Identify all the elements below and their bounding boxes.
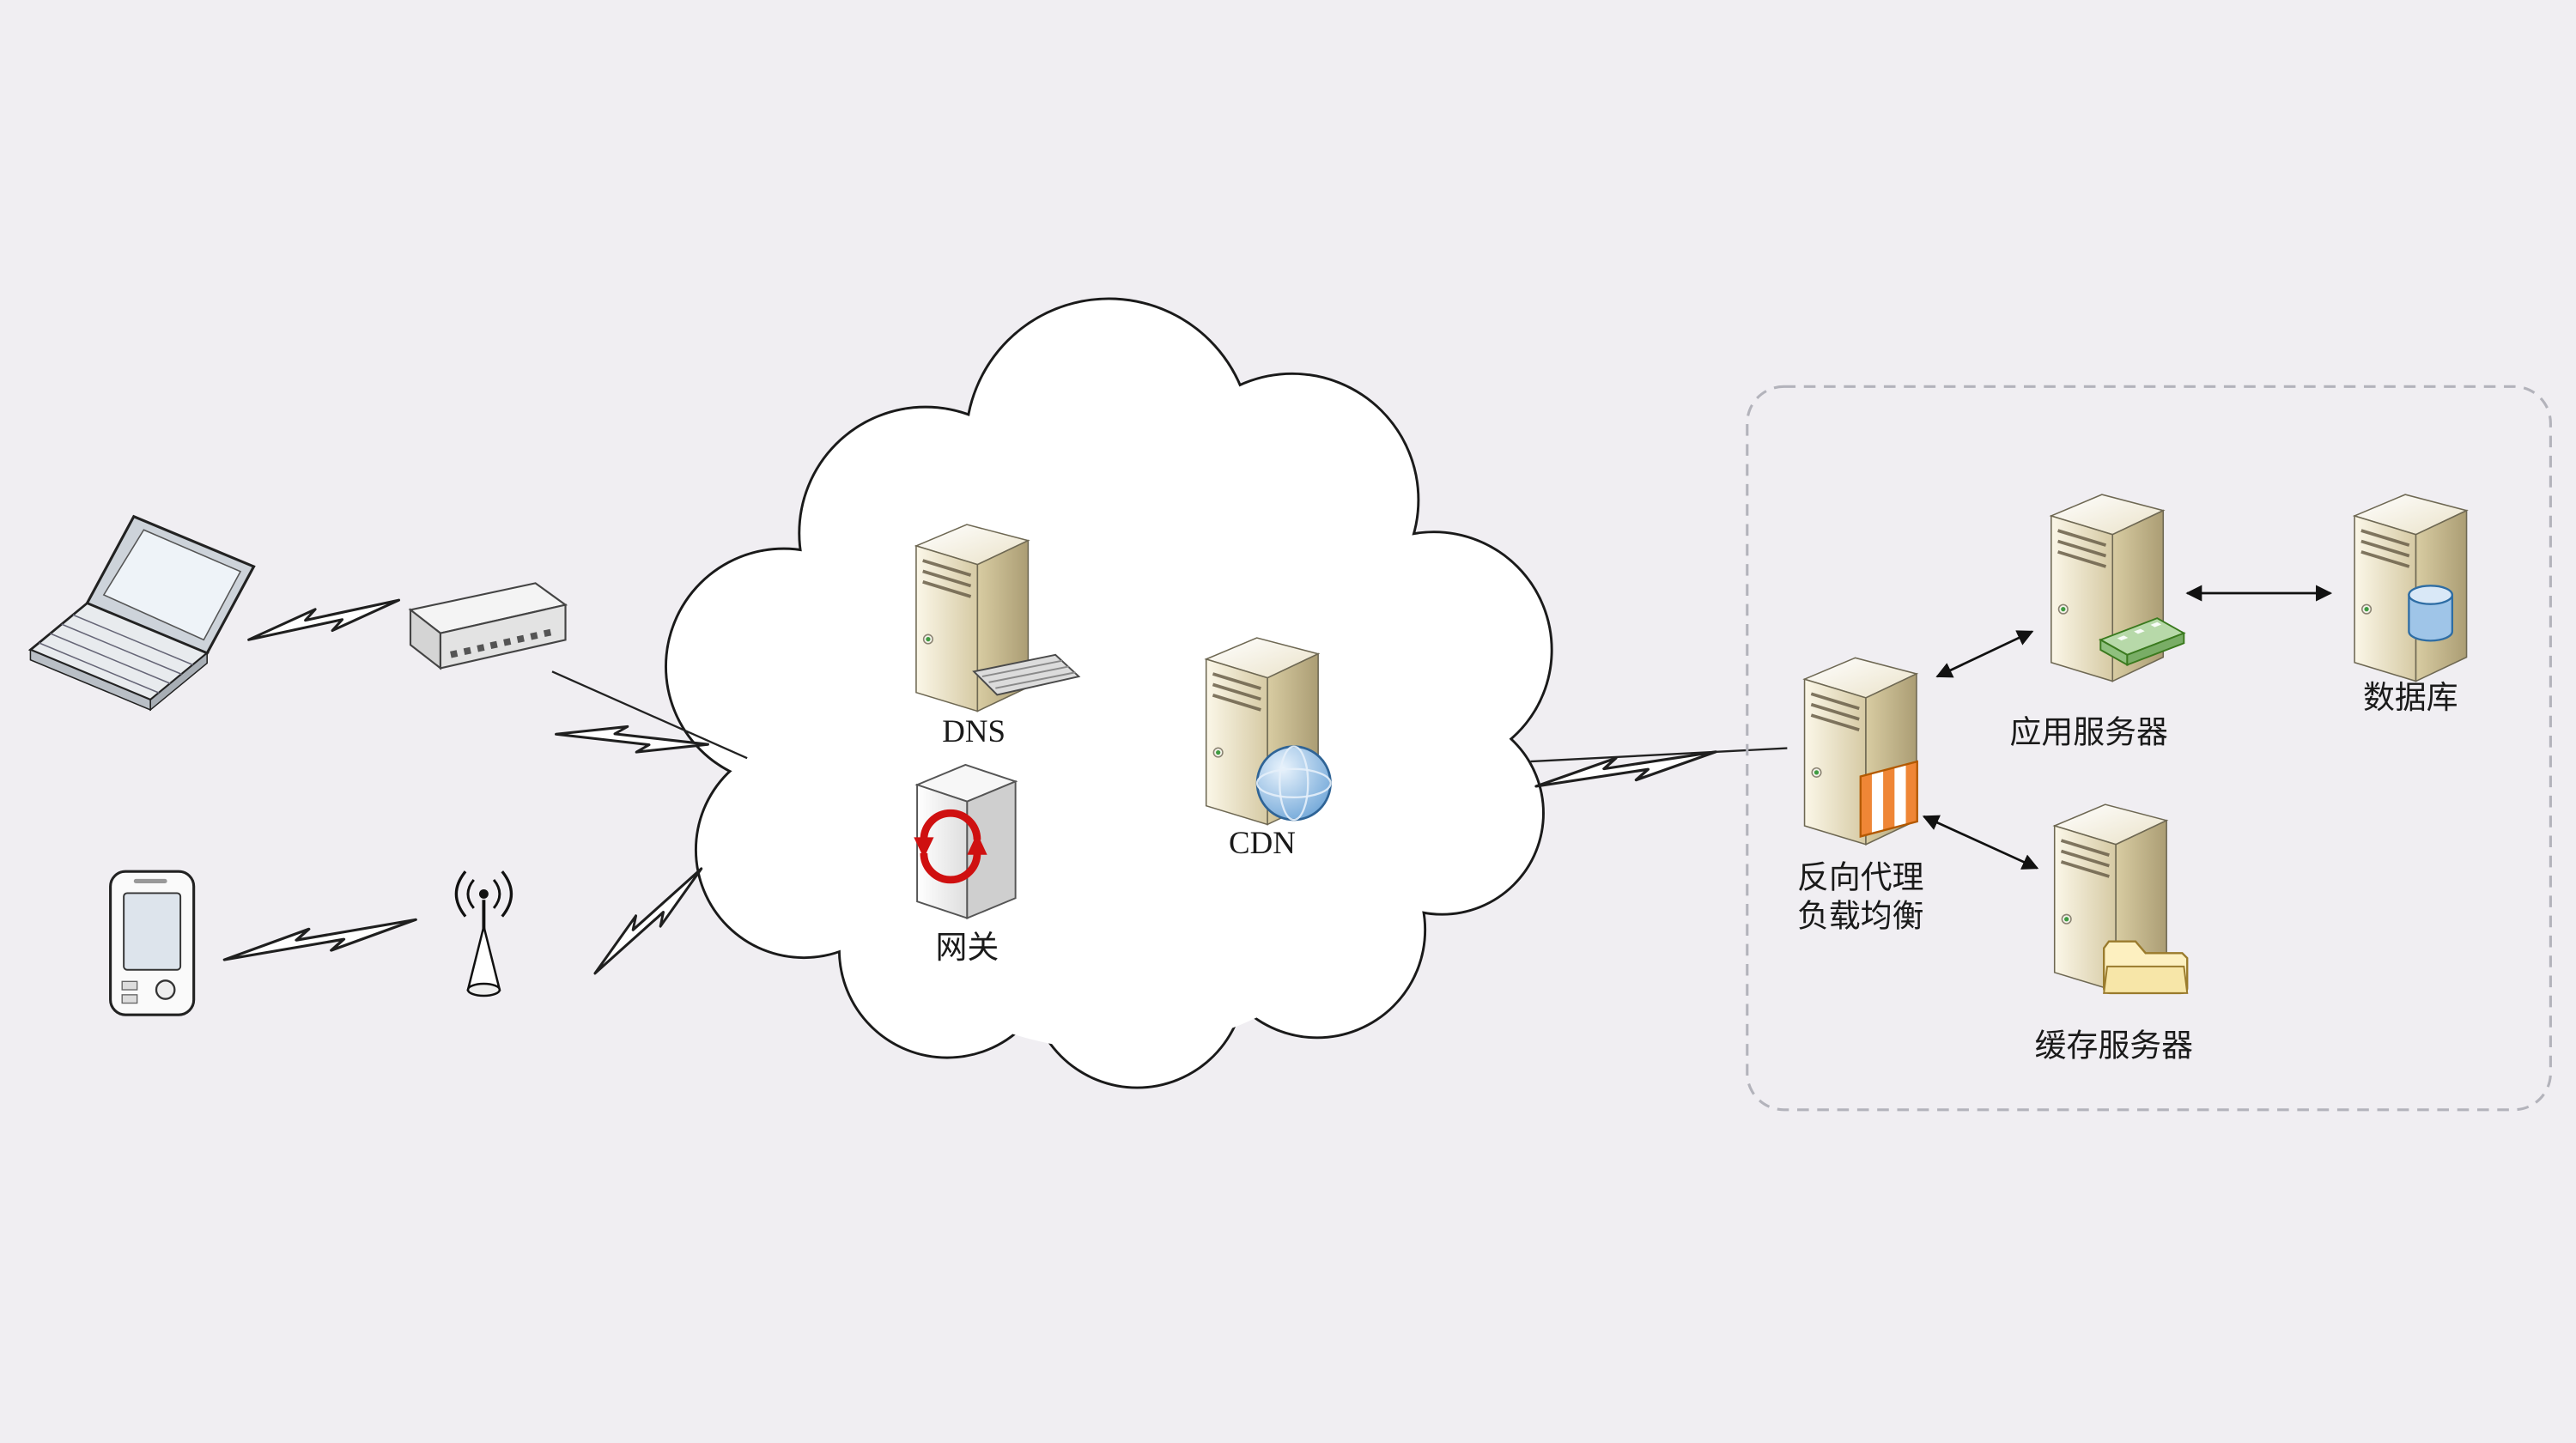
gateway-label: 网关 (935, 930, 999, 965)
globe-icon (1255, 745, 1332, 822)
app-server-node: 应用服务器 (2010, 493, 2186, 750)
gateway-node: 网关 (914, 763, 1018, 965)
reverse-proxy-label-line1: 反向代理 (1797, 860, 1924, 895)
database-label: 数据库 (2363, 680, 2458, 715)
lightning-bolt-icon (246, 588, 401, 652)
database-cylinder-icon (2408, 585, 2454, 642)
cdn-server-node: CDN (1204, 636, 1332, 860)
lightning-bolt-icon (222, 908, 417, 972)
server-group-dashed-box (1746, 385, 2552, 1112)
database-node: 数据库 (2353, 493, 2469, 715)
striped-panel-icon (1859, 760, 1918, 838)
folder-icon (2103, 940, 2189, 995)
cache-server-node: 缓存服务器 (2035, 803, 2193, 1064)
pda-phone-icon (109, 870, 196, 1016)
laptop-icon (27, 514, 256, 712)
cdn-label: CDN (1229, 825, 1296, 860)
dns-label: DNS (942, 713, 1005, 749)
connector-line-switch-cloud (551, 670, 748, 760)
cache-server-label: 缓存服务器 (2035, 1028, 2193, 1064)
keyboard-icon (972, 653, 1081, 696)
internet-cloud-shape (665, 297, 1553, 1089)
arrow-connector-proxy-app (1935, 630, 2034, 678)
wireless-antenna-icon (454, 870, 513, 997)
reverse-proxy-node: 反向代理 负载均衡 (1797, 656, 1924, 933)
network-switch-icon (408, 582, 568, 670)
network-card-icon (2099, 617, 2186, 667)
gateway-box-icon (914, 763, 1018, 920)
app-server-label: 应用服务器 (2010, 715, 2168, 750)
lightning-bolt-icon (572, 867, 724, 975)
server-tower-icon (2353, 493, 2469, 683)
lightning-bolt-icon (1534, 735, 1717, 803)
reverse-proxy-label-line2: 负载均衡 (1797, 898, 1924, 933)
connector-line-cloud-proxy (1530, 747, 1788, 763)
sync-arrows-icon (914, 809, 987, 884)
dns-server-node: DNS (914, 523, 1081, 749)
arrow-connector-proxy-cache (1922, 815, 2039, 870)
